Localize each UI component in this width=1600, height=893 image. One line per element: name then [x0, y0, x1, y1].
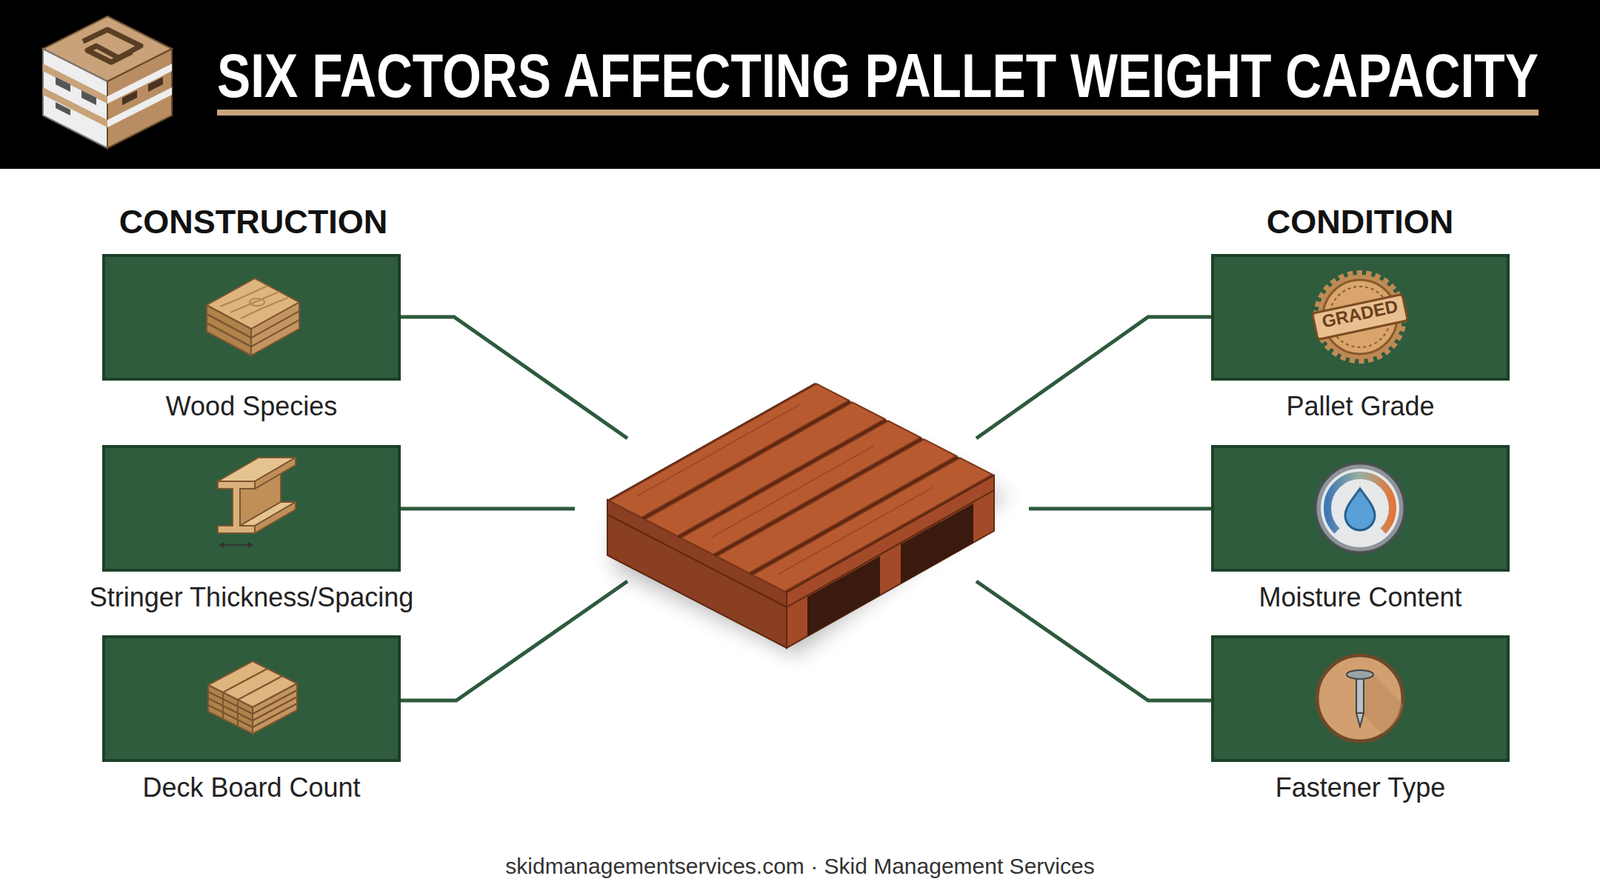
illustration-shape [122, 90, 138, 106]
factor-box: Moisture Content [1211, 445, 1510, 572]
illustration-shape [254, 502, 296, 534]
connector-lines [400, 317, 1212, 701]
illustration-shape [1317, 274, 1403, 360]
illustration-shape [1358, 668, 1403, 735]
illustration-shape [1320, 468, 1400, 548]
illustration-shape [752, 457, 993, 592]
ibeam-icon [217, 457, 296, 549]
diagram-title: SIX FACTORS AFFECTING PALLET WEIGHT CAPA… [217, 38, 1539, 113]
factor-label: Pallet Grade [1285, 391, 1435, 423]
illustration-shape [217, 481, 255, 534]
illustration-shape [1345, 488, 1375, 531]
factor-label: Deck Board Count [142, 772, 360, 804]
pallet-illustration [607, 382, 1008, 656]
section-heading: CONDITION [1266, 202, 1455, 242]
illustration-shape [208, 681, 298, 735]
factor-box: Fastener Type [1211, 635, 1510, 763]
illustration-shape [1356, 713, 1364, 727]
factor-label: Wood Species [165, 391, 338, 423]
factor-box: Stringer Thickness/Spacing [102, 445, 401, 572]
illustration-shape [248, 542, 255, 549]
illustration-shape [55, 77, 71, 92]
illustration-shape [55, 102, 71, 116]
illustration-shape [400, 507, 575, 512]
illustration-shape [107, 48, 172, 149]
illustration-shape [1356, 676, 1364, 714]
moisture-gauge-icon [1315, 463, 1405, 553]
header-band [0, 0, 1600, 169]
illustration-shape [208, 674, 298, 728]
illustration-shape [254, 457, 296, 489]
illustration-shape [1346, 670, 1374, 680]
illustration-shape [1028, 507, 1212, 512]
illustration-shape [42, 48, 108, 149]
factor-box: Deck Board Count [102, 635, 401, 763]
illustration-shape [82, 29, 141, 63]
illustration-shape [206, 278, 300, 338]
illustration-shape [637, 404, 934, 575]
illustration-shape [240, 502, 296, 526]
illustration-shape [400, 581, 628, 701]
illustration-shape [976, 581, 1212, 701]
illustration-shape [1312, 294, 1409, 340]
illustration-shape [976, 317, 1212, 439]
illustration-shape [221, 544, 252, 546]
badge-text: GRADED [1320, 295, 1400, 332]
title-underline [217, 109, 1539, 116]
factor-box: Wood Species [102, 254, 401, 381]
illustration-shape [217, 457, 296, 482]
illustration-shape [148, 77, 163, 92]
illustration-shape [400, 317, 628, 439]
illustration-shape [1327, 475, 1393, 532]
logo [42, 16, 172, 149]
illustration-shape [206, 287, 300, 347]
illustration-shape [1315, 463, 1405, 553]
illustration-shape [208, 661, 298, 715]
wood-icon [206, 278, 300, 356]
section-heading: CONSTRUCTION [119, 202, 388, 242]
illustration-shape [206, 296, 300, 356]
illustration-shape [1317, 655, 1403, 742]
graded-badge-icon [1312, 274, 1409, 360]
factor-label: Moisture Content [1258, 582, 1462, 614]
illustration-shape [107, 87, 172, 128]
illustration-shape [81, 90, 97, 106]
illustration-shape [208, 668, 298, 721]
illustration-shape [42, 87, 108, 128]
illustration-shape [240, 465, 281, 526]
deck-boards-icon [208, 661, 298, 735]
illustration-shape [220, 285, 289, 319]
illustration-shape [249, 298, 265, 306]
nail-icon [1317, 655, 1403, 742]
factor-label: Stringer Thickness/Spacing [89, 582, 415, 614]
factor-label: Fastener Type [1275, 772, 1446, 804]
caption: skidmanagementservices.com · Skid Manage… [505, 854, 1095, 880]
illustration-shape [218, 542, 225, 549]
illustration-shape [607, 382, 995, 593]
